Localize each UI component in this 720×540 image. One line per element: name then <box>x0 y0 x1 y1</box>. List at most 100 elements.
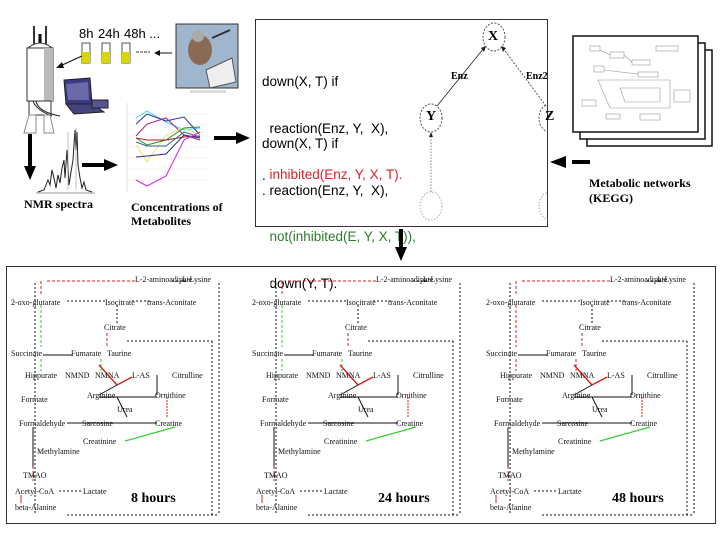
ellipsis-1: . <box>262 168 266 183</box>
metabolite-nmnd: NMND <box>306 371 331 380</box>
metabolite-citrate: Citrate <box>104 323 126 332</box>
metabolite-taurine: Taurine <box>582 349 607 358</box>
rule-1-inhibited: inhibited(Enz, Y, X, T). <box>262 167 403 182</box>
metabolite-isocitrate: Isocitrate <box>105 298 135 307</box>
metabolite-urea: Urea <box>117 405 133 414</box>
metabolite-succinate: Succinate <box>486 349 518 358</box>
metabolite-fumarate: Fumarate <box>546 349 577 358</box>
metabolite-fumarate: Fumarate <box>71 349 102 358</box>
metabolite-hippurate: Hippurate <box>25 371 57 380</box>
pathway-title: 48 hours <box>612 491 664 506</box>
metabolite-beta-alanine: beta-Alanine <box>256 503 298 512</box>
pathway-title: 8 hours <box>131 491 176 506</box>
metabolite-2-oxo-glutarate: 2-oxo-glutarate <box>11 298 61 307</box>
kegg-to-logic-arrow <box>550 156 566 168</box>
metabolite-taurine: Taurine <box>107 349 132 358</box>
metabolite-l-as: L-AS <box>132 371 150 380</box>
node-x-label: X <box>488 29 499 44</box>
metabolite-nmnd: NMND <box>65 371 90 380</box>
pathway-network-lines <box>261 267 461 523</box>
nmr-spectrum-chart <box>36 128 95 194</box>
edge-enz <box>436 47 485 107</box>
metabolite-succinate: Succinate <box>11 349 43 358</box>
metabolite-arginine: Arginine <box>562 391 591 400</box>
sample-time-24h: 24h <box>98 26 120 41</box>
concentrations-label-line2: Metabolites <box>131 214 191 228</box>
metabolite-citrate: Citrate <box>579 323 601 332</box>
ellipsis-2: . <box>262 183 266 198</box>
sample-time-48h: 48h ... <box>124 26 161 41</box>
metabolite-l-2-aminoadipate: L-2-aminoadipate <box>135 275 193 284</box>
metabolite-ornithine: Ornithine <box>630 391 661 400</box>
node-y-circle <box>419 103 443 133</box>
metabolite-urea: Urea <box>358 405 374 414</box>
rule-2-reaction: reaction(Enz, Y, X), <box>262 182 389 198</box>
metabolite-isocitrate: Isocitrate <box>346 298 376 307</box>
metabolite-l-2-aminoadipate: L-2-aminoadipate <box>610 275 668 284</box>
metabolite-arginine: Arginine <box>87 391 116 400</box>
metabolite-sarcosine: Sarcosine <box>323 419 355 428</box>
rule-2-recursive: down(Y, T). <box>262 275 338 291</box>
metabolite-arginine: Arginine <box>328 391 357 400</box>
rule-1-reaction: reaction(Enz, Y, X), <box>262 120 389 136</box>
metabolite-formaldehyde: Formaldehyde <box>494 419 541 428</box>
metabolite-citrulline: Citrulline <box>647 371 678 380</box>
metabolite-formaldehyde: Formaldehyde <box>19 419 66 428</box>
metabolite-formaldehyde: Formaldehyde <box>260 419 307 428</box>
pathway-title: 24 hours <box>378 491 430 506</box>
concentrations-label: Concentrations of Metabolites <box>131 200 223 228</box>
metabolite-nmnd: NMND <box>540 371 565 380</box>
metabolite-hippurate: Hippurate <box>500 371 532 380</box>
metabolite-nmna: NMNA <box>570 371 595 380</box>
node-z-label: Z <box>545 109 555 124</box>
metabolite-fumarate: Fumarate <box>312 349 343 358</box>
metabolite-trans-aconitate: trans-Aconitate <box>622 298 672 307</box>
concentrations-line-chart <box>124 102 210 192</box>
metabolite-2-oxo-glutarate: 2-oxo-glutarate <box>252 298 302 307</box>
metabolite-hippurate: Hippurate <box>266 371 298 380</box>
metabolite-tmao: TMAO <box>498 471 522 480</box>
edge-enz2-label: Enz2 <box>526 71 548 82</box>
metabolite-beta-alanine: beta-Alanine <box>490 503 532 512</box>
metabolite-l-lysine: L-Lysine <box>423 275 452 284</box>
metabolite-urea: Urea <box>592 405 608 414</box>
metabolite-nmna: NMNA <box>336 371 361 380</box>
metabolite-ornithine: Ornithine <box>155 391 186 400</box>
kegg-label-line1: Metabolic networks <box>589 176 691 190</box>
node-z-circle <box>538 103 548 133</box>
metabolite-formate: Formate <box>262 395 289 404</box>
sample-tubes-icon <box>81 42 150 64</box>
nmr-spectrometer-icon <box>23 26 61 134</box>
metabolite-citrate: Citrate <box>345 323 367 332</box>
metabolite-creatinine: Creatinine <box>558 437 592 446</box>
laptop-icon <box>63 77 109 115</box>
metabolite-ornithine: Ornithine <box>396 391 427 400</box>
rule-2-not-inhibited: not(inhibited(E, Y, X, T)), <box>262 229 416 244</box>
metabolite-l-lysine: L-Lysine <box>182 275 211 284</box>
metabolite-sarcosine: Sarcosine <box>557 419 589 428</box>
metabolite-succinate: Succinate <box>252 349 284 358</box>
rule-2-head: down(X, T) if <box>262 136 339 151</box>
metabolite-tmao: TMAO <box>264 471 288 480</box>
metabolite-creatine: Creatine <box>630 419 658 428</box>
metabolite-l-as: L-AS <box>607 371 625 380</box>
metabolite-citrulline: Citrulline <box>413 371 444 380</box>
metabolite-creatinine: Creatinine <box>83 437 117 446</box>
metabolite-methylamine: Methylamine <box>512 447 555 456</box>
metabolite-acetyl-coa: Acetyl-CoA <box>256 487 296 496</box>
metabolite-trans-aconitate: trans-Aconitate <box>147 298 197 307</box>
edge-enz-label: Enz <box>451 71 468 82</box>
metabolite-lactate: Lactate <box>324 487 348 496</box>
node-y-label: Y <box>426 109 437 124</box>
metabolite-tmao: TMAO <box>23 471 47 480</box>
nmr-spectra-label: NMR spectra <box>24 197 93 211</box>
metabolite-nmna: NMNA <box>95 371 120 380</box>
rule-1: down(X, T) if reaction(Enz, Y, X), inhib… <box>262 43 402 214</box>
rat-injection-image <box>175 23 239 93</box>
logic-rules-panel: down(X, T) if reaction(Enz, Y, X), inhib… <box>255 19 554 291</box>
rule-2: down(X, T) if reaction(Enz, Y, X), not(i… <box>262 105 416 322</box>
